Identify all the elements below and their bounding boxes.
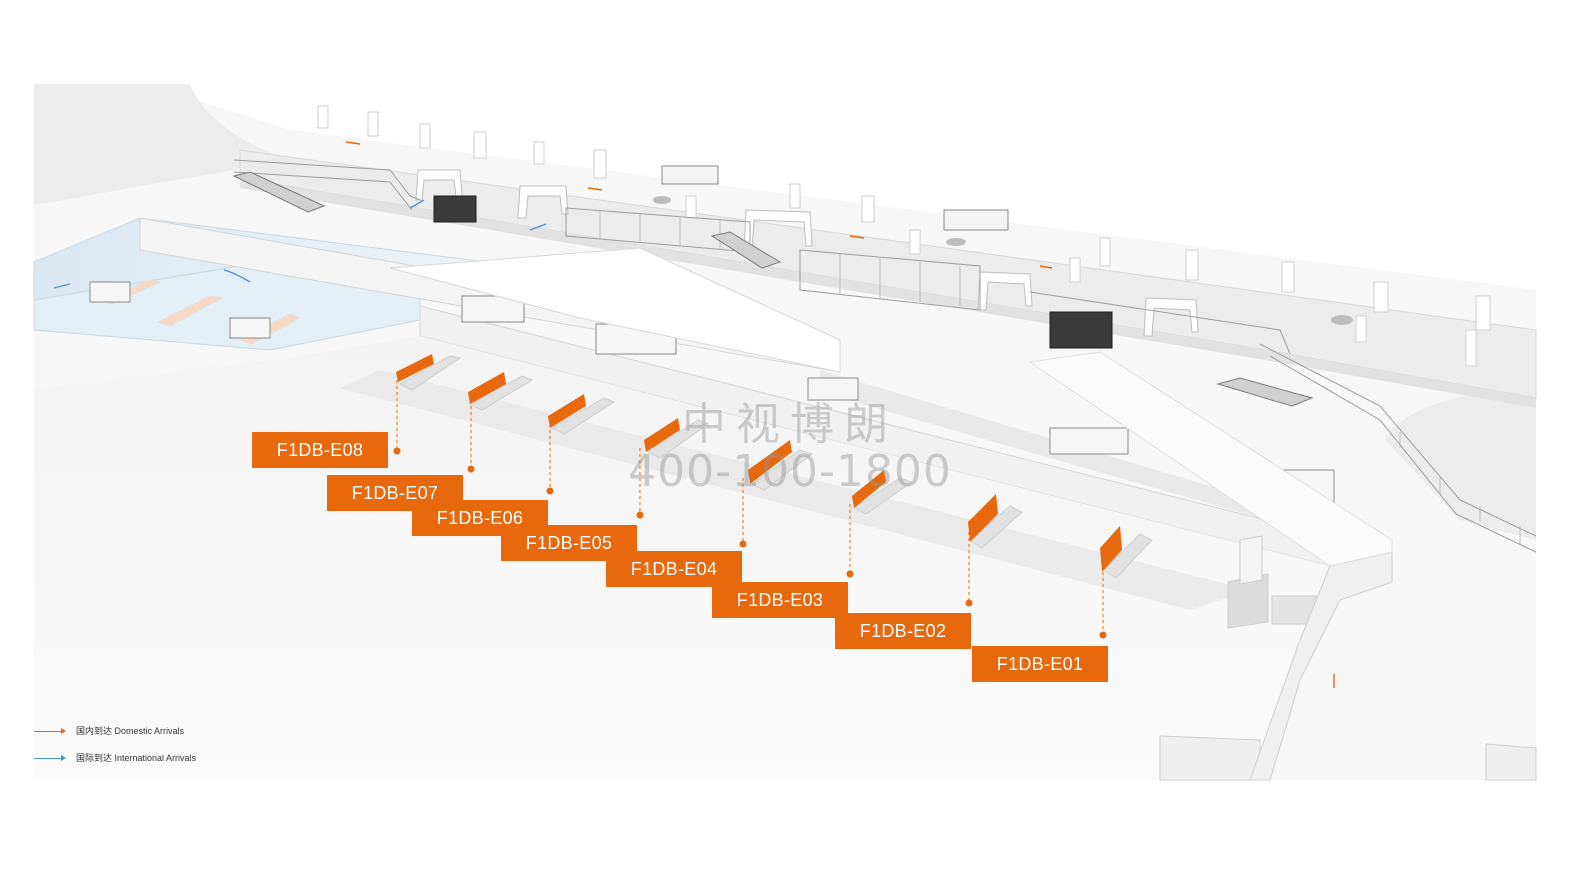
railing-posts bbox=[599, 210, 1521, 544]
legend-international-label: 国际到达 International Arrivals bbox=[76, 753, 197, 763]
center-block bbox=[389, 247, 1393, 567]
watermark-phone: 400-100-1800 bbox=[628, 446, 952, 497]
callout-label-e08: F1DB-E08 bbox=[252, 432, 388, 468]
leader-lines bbox=[396, 380, 1104, 635]
callout-label-e03: F1DB-E03 bbox=[712, 582, 848, 618]
roadway-pillars bbox=[317, 105, 1491, 367]
callout-label-e04: F1DB-E04 bbox=[606, 551, 742, 587]
signboard-icon bbox=[661, 165, 1009, 231]
car-icon bbox=[653, 196, 1353, 325]
railings bbox=[233, 159, 1537, 553]
escalator-icon bbox=[232, 171, 1314, 407]
baggage-carousels bbox=[396, 354, 1153, 579]
watermark-name: 中视博朗 bbox=[682, 399, 898, 450]
legend-domestic-label: 国内到达 Domestic Arrivals bbox=[76, 726, 185, 736]
legend-international: 国际到达 International Arrivals bbox=[34, 751, 196, 764]
callout-label-e02: F1DB-E02 bbox=[835, 613, 971, 649]
lower-right-structures bbox=[1159, 535, 1537, 781]
leader-dots bbox=[393, 447, 1107, 639]
arrow-icon bbox=[34, 727, 66, 735]
legend-domestic: 国内到达 Domestic Arrivals bbox=[34, 724, 184, 737]
kiosk-units bbox=[433, 195, 1113, 349]
callout-label-e01: F1DB-E01 bbox=[972, 646, 1108, 682]
arrow-icon bbox=[34, 754, 66, 762]
callout-label-e05: F1DB-E05 bbox=[501, 525, 637, 561]
entrance-frames bbox=[415, 169, 1199, 337]
